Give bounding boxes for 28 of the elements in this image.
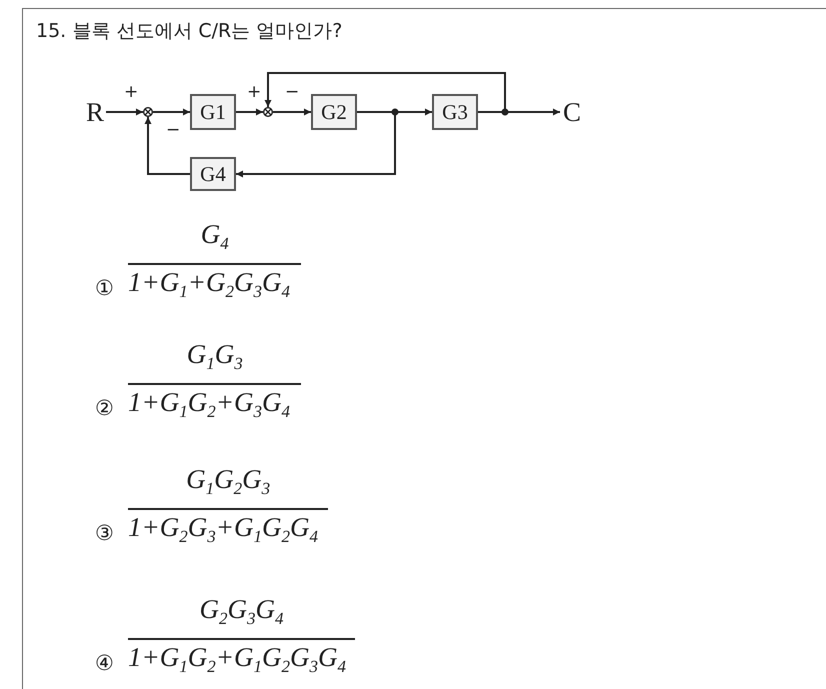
sign-label: − <box>166 122 180 139</box>
numerator: G$_{4}$ <box>200 220 230 254</box>
signal-label: C <box>562 96 581 128</box>
arrow <box>236 108 263 116</box>
signal-label: R <box>86 96 104 128</box>
transfer-block: G3 <box>432 94 478 130</box>
transfer-block: G2 <box>311 94 357 130</box>
numerator: G$_{1}$G$_{3}$ <box>186 340 244 374</box>
arrow <box>273 108 311 116</box>
sign-label: + <box>124 84 138 101</box>
sign-label: − <box>285 84 300 101</box>
question-title: 15. 블록 선도에서 C/R는 얼마인가? <box>36 19 342 44</box>
numerator: G$_{1}$G$_{2}$G$_{3}$ <box>185 465 272 499</box>
transfer-block: G4 <box>190 157 236 191</box>
option-number: ④ <box>95 653 114 674</box>
denominator: 1+G$_{1}$G$_{2}$+G$_{3}$G$_{4}$ <box>128 388 290 422</box>
denominator: 1+G$_{2}$G$_{3}$+G$_{1}$G$_{2}$G$_{4}$ <box>128 513 318 547</box>
arrow <box>106 108 143 116</box>
denominator: 1+G$_{1}$G$_{2}$+G$_{1}$G$_{2}$G$_{3}$G$_{4}$ <box>128 643 346 677</box>
numerator: G$_{2}$G$_{3}$G$_{4}$ <box>198 595 284 629</box>
sign-label: + <box>247 84 262 101</box>
option-number: ② <box>95 398 114 419</box>
option-number: ③ <box>95 523 114 544</box>
option-number: ① <box>95 278 114 299</box>
transfer-block: G1 <box>190 94 236 130</box>
arrow <box>153 108 190 116</box>
arrow <box>144 117 190 175</box>
denominator: 1+G$_{1}$+G$_{2}$G$_{3}$G$_{4}$ <box>128 268 290 302</box>
